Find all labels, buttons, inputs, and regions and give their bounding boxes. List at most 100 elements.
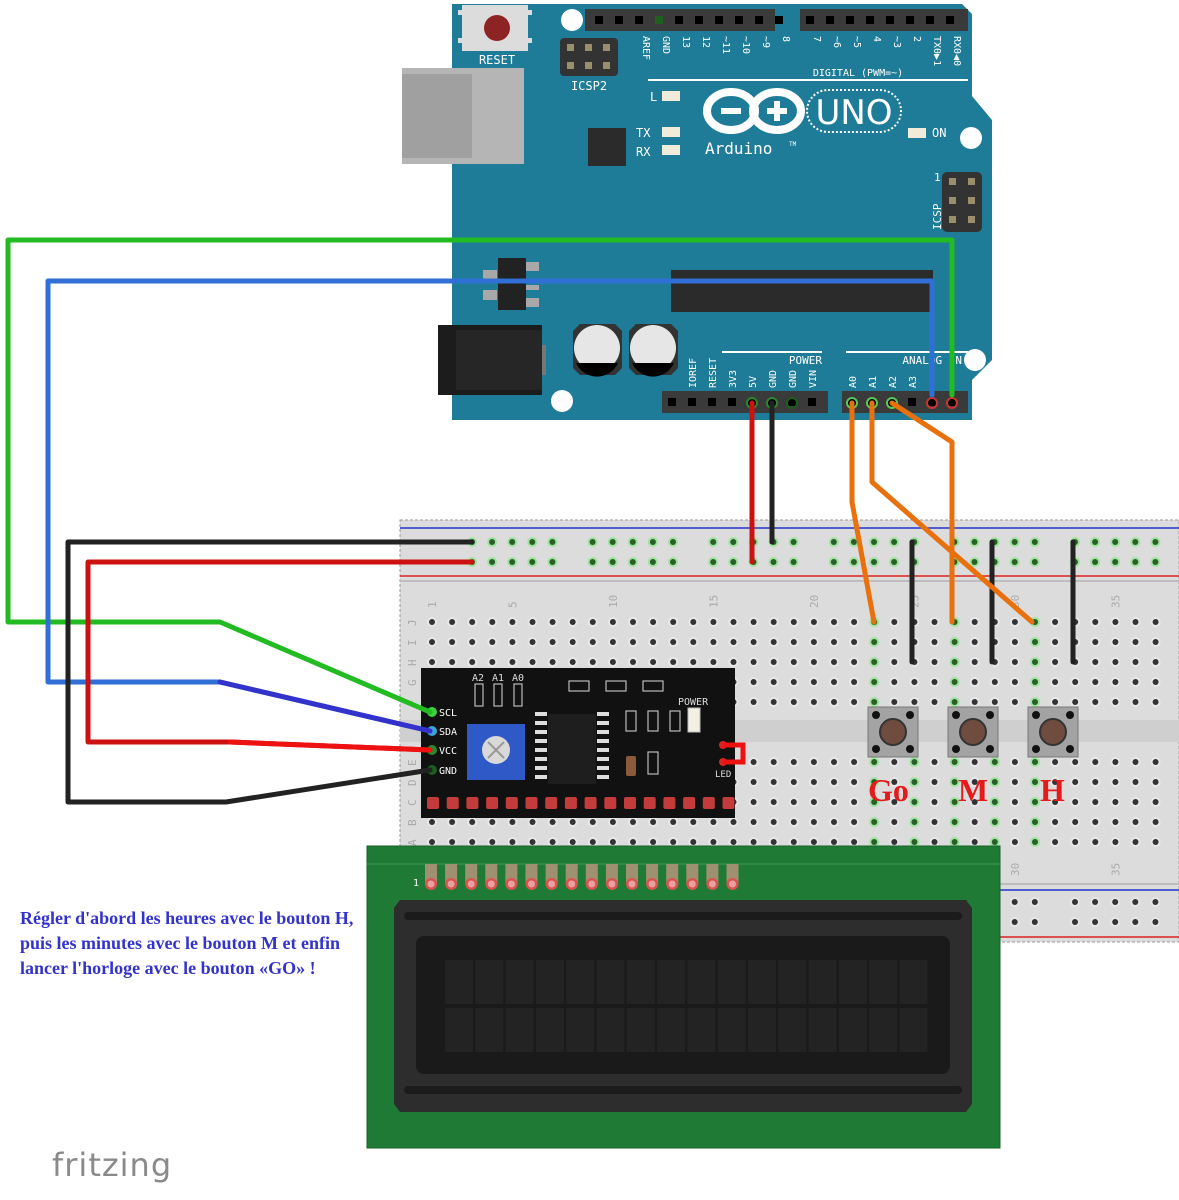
power-pin-label: IOREF (688, 358, 699, 388)
breadboard-hole-center (1132, 639, 1139, 645)
button-cap[interactable] (879, 718, 907, 746)
breadboard-hole-center (609, 659, 616, 665)
breadboard-hole-center (730, 659, 737, 665)
breadboard-hole-center (831, 679, 837, 685)
breadboard-hole-center (851, 819, 858, 825)
breadboard-hole-center (750, 679, 757, 685)
scl-wire[interactable] (5, 237, 955, 715)
pin-label: ~5 (851, 36, 862, 48)
breadboard-hole-center (650, 619, 657, 625)
rail-hole-center (891, 559, 898, 565)
column-number: 10 (607, 595, 620, 608)
reset-button-cap[interactable] (484, 15, 510, 41)
push-button-h[interactable] (1027, 706, 1079, 758)
rail-hole-center (1112, 539, 1119, 545)
arduino-board (452, 4, 992, 420)
gnd-wire[interactable] (65, 539, 475, 805)
header-pin (906, 16, 914, 24)
lcd-cell (899, 960, 928, 1004)
breadboard-hole-center (589, 819, 596, 825)
rail-hole-center (489, 559, 496, 565)
button-cap[interactable] (1039, 718, 1067, 746)
breadboard-hole-center (871, 639, 878, 645)
icsp-header (942, 172, 982, 232)
breadboard-hole-center (871, 759, 878, 765)
breadboard-hole-center (790, 639, 797, 645)
contrast-potentiometer[interactable] (467, 724, 525, 780)
power-pin-label: GND (768, 370, 779, 388)
breadboard-hole-center (971, 699, 978, 705)
lcd-cell (899, 1008, 928, 1052)
lcd-cell (475, 960, 504, 1004)
led-rx-label: RX (636, 145, 651, 159)
lcd-cell (687, 1008, 716, 1052)
header-pin (866, 16, 874, 24)
breadboard-hole-center (1132, 759, 1139, 765)
led-rx (662, 145, 680, 155)
a1-h-wire[interactable] (869, 400, 1035, 625)
breadboard-hole-center (1052, 779, 1059, 785)
led-on-label: ON (932, 126, 946, 140)
analog-pin (948, 398, 956, 406)
breadboard-hole-center (429, 639, 435, 645)
led-jumper[interactable] (723, 742, 746, 765)
breadboard-hole-center (449, 839, 456, 845)
breadboard-hole-center (991, 799, 998, 805)
breadboard-hole-center (831, 839, 837, 845)
lcd-pin-pad-center (447, 880, 455, 888)
header-pin (675, 16, 683, 24)
column-number: 1 (426, 601, 439, 608)
breadboard-hole-center (851, 779, 858, 785)
button-cap[interactable] (959, 718, 987, 746)
lcd-cell (505, 1008, 534, 1052)
breadboard-hole-center (790, 839, 797, 845)
breadboard-hole-center (1052, 799, 1059, 805)
wires (5, 237, 1076, 805)
lcd-pin-pad-center (688, 880, 696, 888)
mounting-hole (551, 390, 573, 412)
breadboard-hole-center (1072, 679, 1079, 685)
breadboard-hole-center (831, 659, 837, 665)
rail-hole-center (670, 559, 676, 565)
breadboard-hole-center (489, 819, 496, 825)
breadboard-hole-center (569, 819, 576, 825)
breadboard-hole-center (1072, 759, 1079, 765)
a2-m-wire[interactable] (889, 400, 955, 625)
rail-hole-center (830, 559, 837, 565)
power-pin (788, 398, 796, 406)
breadboard-hole-center (1152, 659, 1159, 665)
power-led (687, 707, 701, 733)
breadboard-hole-center (690, 839, 697, 845)
rail-hole-center (529, 539, 536, 545)
breadboard-hole-center (609, 839, 616, 845)
rail-hole-center (670, 539, 676, 545)
breadboard-hole-center (770, 639, 777, 645)
breadboard-hole-center (951, 659, 958, 665)
chip-leg (597, 712, 609, 716)
breadboard-hole-center (569, 619, 576, 625)
lcd-cell (748, 1008, 776, 1052)
breadboard-hole-center (1032, 799, 1038, 805)
breadboard-hole-center (1152, 679, 1159, 685)
breadboard-hole-center (1152, 639, 1159, 645)
power-label: POWER (789, 354, 822, 367)
rail-hole-center (850, 539, 857, 545)
breadboard-hole-center (810, 639, 817, 645)
rail-hole-center (1112, 919, 1119, 925)
a0-go-wire[interactable] (849, 400, 877, 625)
lcd-cell (838, 1008, 867, 1052)
push-button-m[interactable] (947, 706, 999, 758)
breadboard-hole-center (810, 839, 817, 845)
column-number: 20 (808, 595, 821, 608)
lcd-character-cells (445, 960, 928, 1052)
rail-hole-center (710, 539, 717, 545)
push-button-go[interactable] (867, 706, 919, 758)
reset-button[interactable] (458, 5, 532, 51)
i2c-pin (584, 797, 597, 809)
breadboard-hole-center (1072, 799, 1079, 805)
breadboard-hole-center (449, 639, 456, 645)
breadboard-hole-center (891, 659, 898, 665)
rail-hole-center (589, 539, 596, 545)
